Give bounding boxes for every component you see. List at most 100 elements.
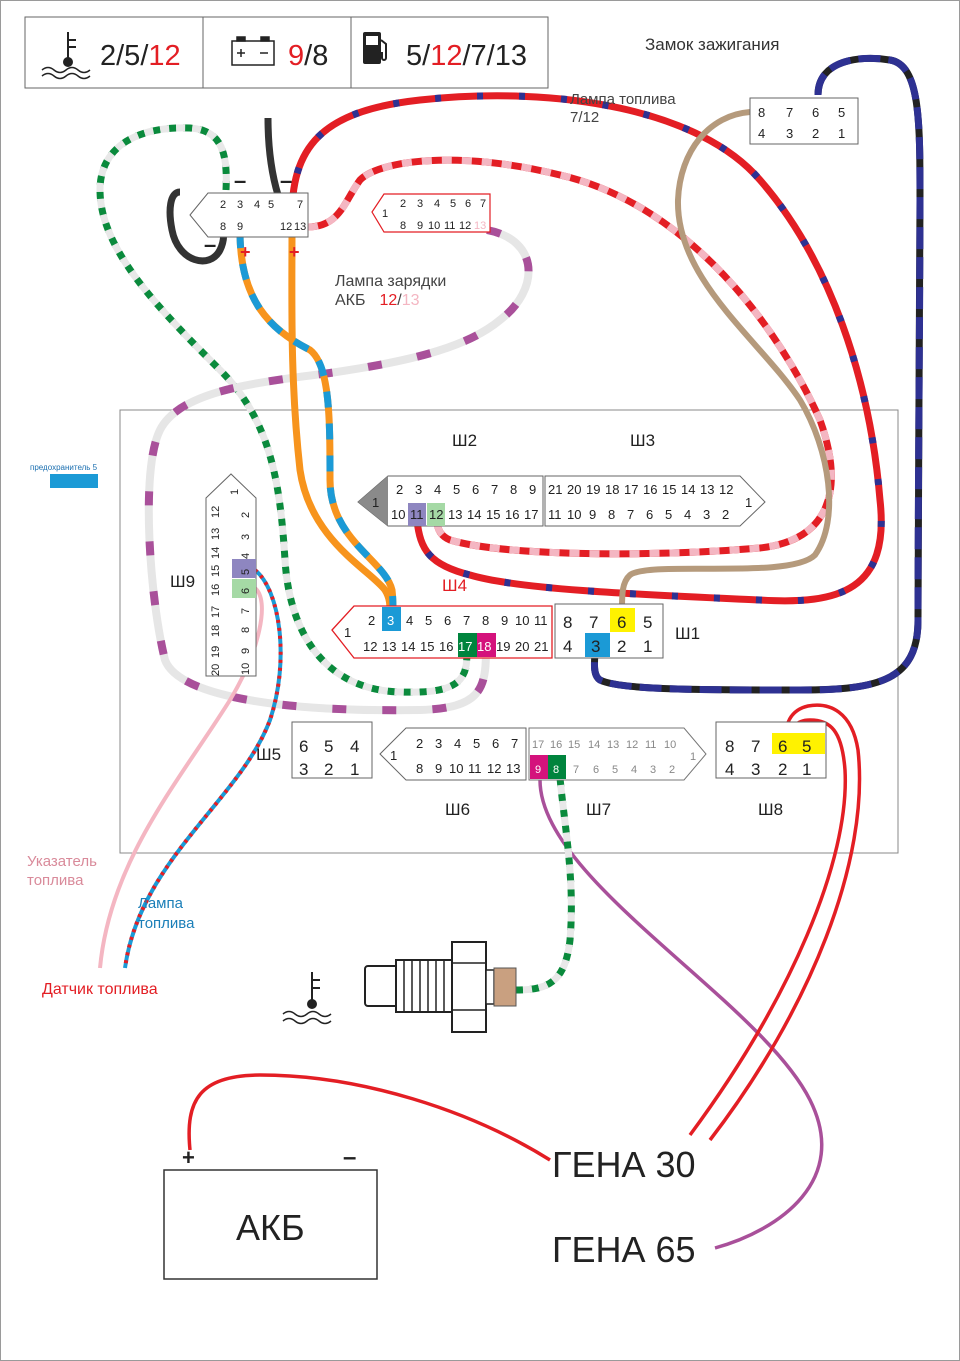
wire-purple-gen65	[538, 779, 824, 1250]
svg-text:4: 4	[684, 507, 691, 522]
fuse-block	[50, 474, 98, 488]
svg-text:13: 13	[448, 507, 462, 522]
svg-text:17: 17	[210, 606, 222, 618]
svg-text:9: 9	[240, 648, 252, 654]
svg-text:7: 7	[463, 613, 470, 628]
connector-labels: Ш2 Ш3 Ш4 Ш1 Ш9 Ш5 Ш6 Ш7 Ш8	[170, 431, 783, 819]
wire-green-white	[96, 124, 471, 696]
label-fuel-lamp2-1: Лампа	[138, 895, 184, 912]
label-sh4: Ш4	[442, 576, 467, 595]
svg-text:2: 2	[220, 199, 226, 211]
svg-text:14: 14	[401, 639, 415, 654]
svg-text:17: 17	[532, 739, 544, 751]
svg-text:5: 5	[612, 764, 618, 776]
battery-minus: –	[343, 1144, 356, 1171]
label-charge-lamp-pin-a: 12	[380, 292, 398, 309]
battery-plus: +	[182, 1145, 195, 1170]
svg-text:3: 3	[415, 482, 422, 497]
svg-text:6: 6	[444, 613, 451, 628]
svg-text:7: 7	[297, 199, 303, 211]
svg-text:4: 4	[758, 126, 765, 141]
svg-text:9: 9	[535, 764, 541, 776]
wire-white-purple	[144, 226, 533, 715]
wire-green-white-temp	[514, 777, 575, 994]
label-charge-lamp-slash: /	[397, 292, 402, 309]
svg-text:10: 10	[449, 761, 463, 776]
svg-text:9: 9	[501, 613, 508, 628]
svg-text:10: 10	[428, 220, 440, 232]
svg-text:15: 15	[568, 739, 580, 751]
svg-text:15: 15	[662, 482, 676, 497]
svg-text:6: 6	[492, 736, 499, 751]
svg-text:13: 13	[294, 221, 306, 233]
label-gen65: ГЕНА 65	[552, 1229, 696, 1270]
minus-mark-2: –	[280, 168, 292, 193]
minus-mark-1: –	[234, 168, 246, 193]
svg-text:7: 7	[511, 736, 518, 751]
label-sh3: Ш3	[630, 431, 655, 450]
svg-text:4: 4	[240, 553, 252, 559]
minus-mark-3: –	[204, 232, 216, 257]
svg-text:13: 13	[474, 220, 486, 232]
svg-text:6: 6	[472, 482, 479, 497]
plus-mark-2: +	[289, 242, 300, 262]
svg-text:7: 7	[589, 613, 598, 632]
svg-text:5: 5	[838, 105, 845, 120]
svg-text:7: 7	[627, 507, 634, 522]
svg-text:1: 1	[350, 760, 359, 779]
svg-text:8: 8	[416, 761, 423, 776]
svg-text:15: 15	[210, 565, 222, 577]
legend-temp-plain: 2/5/	[100, 40, 149, 72]
svg-text:12: 12	[210, 506, 222, 518]
svg-text:3: 3	[240, 534, 252, 540]
svg-text:14: 14	[588, 739, 600, 751]
svg-text:11: 11	[534, 613, 548, 628]
svg-text:16: 16	[210, 584, 222, 596]
battery: АКБ + –	[163, 1144, 378, 1280]
svg-text:13: 13	[210, 528, 222, 540]
svg-text:4: 4	[350, 737, 359, 756]
svg-text:2: 2	[669, 764, 675, 776]
dashboard-panel-outline	[119, 409, 899, 854]
svg-text:16: 16	[439, 639, 453, 654]
svg-text:16: 16	[643, 482, 657, 497]
svg-text:18: 18	[210, 625, 222, 637]
svg-text:5: 5	[450, 198, 456, 210]
svg-text:4: 4	[254, 199, 260, 211]
label-fuel-gauge-2: топлива	[27, 872, 84, 889]
legend-battery-red: 9	[288, 40, 304, 72]
svg-text:3: 3	[299, 760, 308, 779]
wire-red-battery	[187, 1073, 551, 1162]
svg-text:6: 6	[240, 588, 252, 594]
svg-text:19: 19	[210, 646, 222, 658]
svg-text:17: 17	[624, 482, 638, 497]
svg-text:3: 3	[786, 126, 793, 141]
svg-text:13: 13	[382, 639, 396, 654]
label-fuel-lamp: Лампа топлива	[570, 91, 676, 108]
svg-text:5: 5	[425, 613, 432, 628]
svg-text:12: 12	[280, 221, 292, 233]
svg-text:13: 13	[607, 739, 619, 751]
label-sh2: Ш2	[452, 431, 477, 450]
svg-text:14: 14	[681, 482, 695, 497]
wire-red-gen30-b	[708, 703, 862, 1142]
svg-text:20: 20	[567, 482, 581, 497]
label-fuse: предохранитель 5	[30, 463, 98, 472]
svg-text:6: 6	[299, 737, 308, 756]
svg-text:7: 7	[240, 608, 252, 614]
label-ignition: Замок зажигания	[645, 35, 780, 54]
svg-text:11: 11	[468, 761, 482, 776]
svg-text:5: 5	[453, 482, 460, 497]
svg-text:5: 5	[268, 199, 274, 211]
legend-box: 2/5/12 9/8 5/12/7/13	[24, 16, 549, 89]
svg-text:2: 2	[722, 507, 729, 522]
svg-text:8: 8	[240, 627, 252, 633]
svg-text:2: 2	[400, 198, 406, 210]
svg-text:3: 3	[703, 507, 710, 522]
svg-text:6: 6	[593, 764, 599, 776]
label-sh7: Ш7	[586, 800, 611, 819]
